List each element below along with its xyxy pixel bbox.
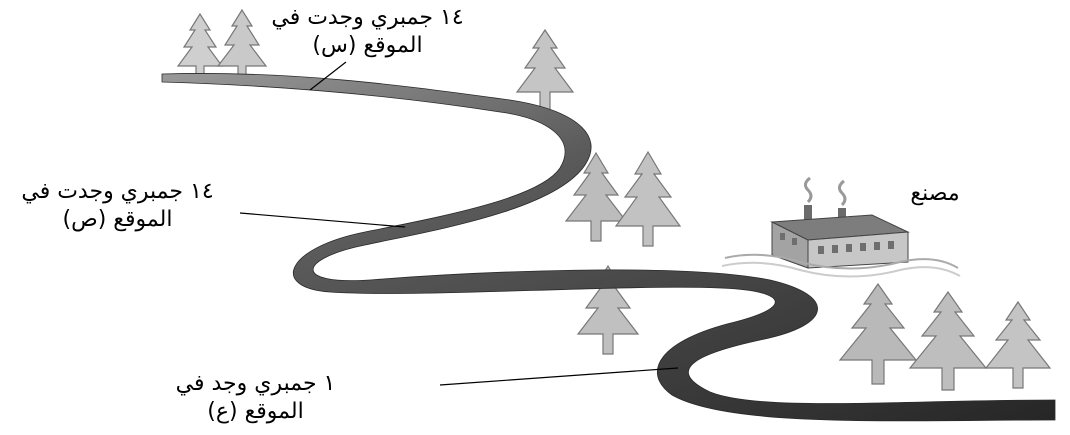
tree-icon [517, 30, 573, 112]
leader-line-site-a [440, 368, 678, 385]
tree-icon [178, 14, 222, 80]
label-site-p: ١٤ جمبري وجدت في الموقع (ص) [0, 178, 235, 234]
tree-icon [910, 292, 986, 390]
tree-icon [986, 302, 1050, 388]
river [162, 73, 1055, 420]
leader-line-site-p [240, 213, 405, 227]
factory-label: مصنع [880, 180, 990, 208]
label-site-s: ١٤ جمبري وجدت في الموقع (س) [255, 4, 480, 60]
tree-icon [616, 152, 680, 246]
label-site-a-line2: الموقع (ع) [168, 398, 343, 426]
label-site-s-line2: الموقع (س) [255, 32, 480, 60]
label-site-p-line1: ١٤ جمبري وجدت في [0, 178, 235, 206]
label-site-s-line1: ١٤ جمبري وجدت في [255, 4, 480, 32]
label-site-a: ١ جمبري وجد في الموقع (ع) [168, 370, 343, 426]
label-site-p-line2: الموقع (ص) [0, 206, 235, 234]
label-site-a-line1: ١ جمبري وجد في [168, 370, 343, 398]
tree-icon [840, 284, 916, 384]
